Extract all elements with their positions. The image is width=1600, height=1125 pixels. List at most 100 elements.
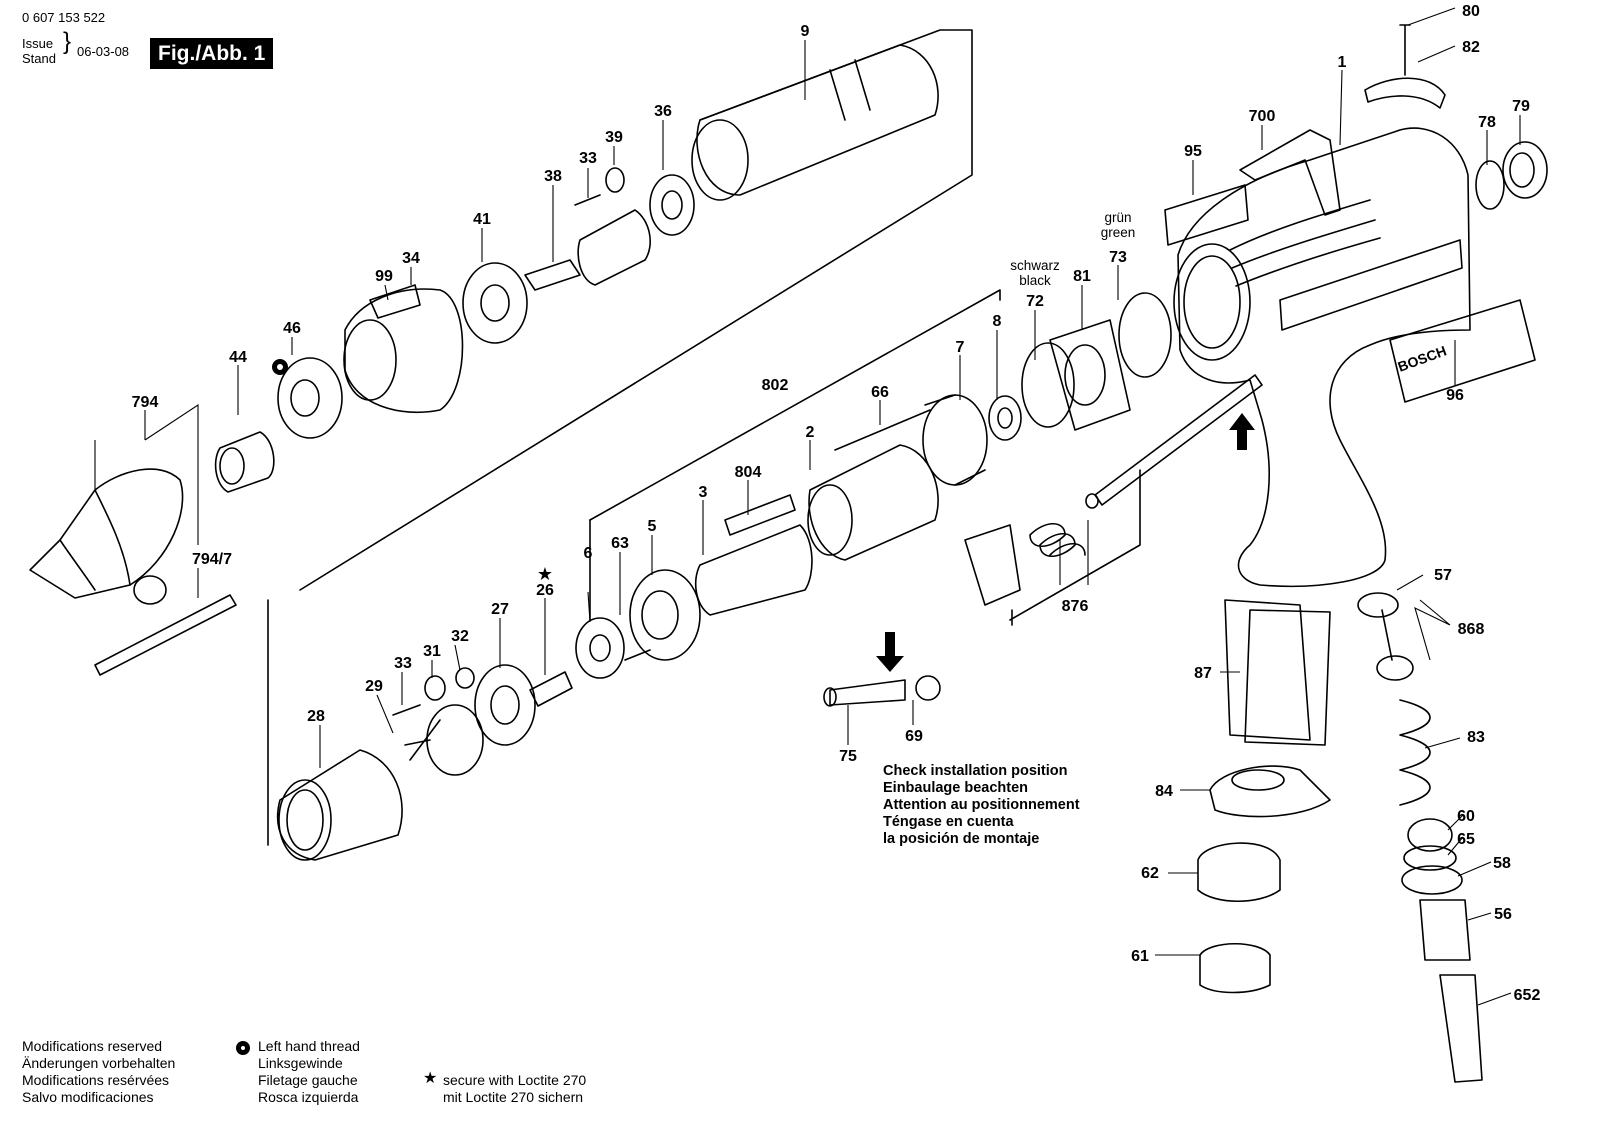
callout-6: 6 (584, 545, 593, 562)
callout-868: 868 (1458, 621, 1485, 638)
callout-75: 75 (839, 748, 857, 765)
pinion-26 (529, 671, 573, 707)
install-note-line: Einbaulage beachten (883, 780, 1029, 796)
callout-700: 700 (1249, 108, 1276, 125)
callout-804: 804 (735, 464, 762, 481)
callout-83: 83 (1467, 729, 1485, 746)
callout-29: 29 (365, 678, 383, 695)
callout-62: 62 (1141, 865, 1159, 882)
footer-left-hand-thread: Left hand thread Linksgewinde Filetage g… (258, 1038, 360, 1105)
pin-63 (624, 649, 651, 661)
bushing-62 (1197, 842, 1281, 903)
footer-loctite: secure with Loctite 270 mit Loctite 270 … (443, 1072, 587, 1105)
callout-66: 66 (871, 384, 889, 401)
callout-41: 41 (473, 211, 491, 228)
label-99 (369, 284, 421, 319)
callout-69: 69 (905, 728, 923, 745)
callout-39: 39 (605, 129, 623, 146)
callout-73: 73 (1109, 249, 1127, 266)
callout-81: 81 (1073, 268, 1091, 285)
callout-1: 1 (1338, 54, 1347, 71)
up-arrow-icon (1229, 413, 1255, 450)
pin-33b (392, 704, 421, 716)
callout-38: 38 (544, 168, 562, 185)
install-note-line: Téngase en cuenta (883, 814, 1014, 830)
cap-34 (344, 288, 464, 414)
callout-63: 63 (611, 535, 629, 552)
brace-glyph: } (63, 28, 72, 55)
figure-label: Fig./Abb. 1 (150, 38, 274, 69)
trigger-part (964, 524, 1021, 606)
cover-82 (1364, 77, 1446, 109)
callout-72: 72 (1026, 293, 1044, 310)
callout-8: 8 (993, 313, 1002, 330)
oring-72 (1021, 342, 1075, 428)
callout-60: 60 (1457, 808, 1475, 825)
callout-7: 7 (956, 339, 965, 356)
callout-80: 80 (1462, 3, 1480, 20)
callout-3: 3 (699, 484, 708, 501)
callout-84: 84 (1155, 783, 1173, 800)
label-95 (1164, 184, 1249, 246)
sleeve-9 (696, 44, 939, 196)
ring-69 (915, 675, 941, 701)
endplate-5 (629, 569, 701, 661)
nipple-56 (1419, 899, 1471, 961)
install-note-line: Attention au positionnement (883, 797, 1080, 813)
cap-79 (1502, 141, 1548, 199)
left-thread-legend-icon (236, 1041, 250, 1055)
pin-66 (834, 409, 931, 451)
color-label-green: green (1101, 225, 1136, 240)
callout-65: 65 (1457, 831, 1475, 848)
callout-27: 27 (491, 601, 509, 618)
callout-5: 5 (648, 518, 657, 535)
cylinder-2 (808, 444, 939, 561)
callout-95: 95 (1184, 143, 1202, 160)
housing-part (1177, 127, 1471, 588)
callout-31: 31 (423, 643, 441, 660)
callout-82: 82 (1462, 39, 1480, 56)
callout-36: 36 (654, 103, 672, 120)
ringgear-28 (276, 749, 403, 861)
upper-frame-line (299, 29, 973, 591)
ring-65 (1403, 845, 1457, 871)
color-label-schwarz: schwarz (1010, 258, 1060, 273)
callout-33b: 33 (394, 655, 412, 672)
document-number: 0 607 153 522 (22, 10, 106, 25)
part-75 (829, 679, 906, 706)
seal-57 (1357, 592, 1399, 618)
color-label-gruen: grün (1104, 210, 1131, 225)
seal-58 (1401, 865, 1463, 895)
callout-79: 79 (1512, 98, 1530, 115)
rotor-3 (694, 524, 813, 616)
filter-60 (1407, 818, 1453, 852)
install-note-line: Check installation position (883, 763, 1068, 779)
callout-794-7: 794/7 (192, 551, 232, 568)
housing-side-plate (1279, 239, 1463, 331)
callout-876: 876 (1062, 598, 1089, 615)
callout-34: 34 (402, 250, 420, 267)
loctite-legend-star-icon: ★ (423, 1070, 438, 1087)
housing-thread-opening (1173, 243, 1251, 361)
install-note-line: la posición de montaje (883, 831, 1040, 847)
filter-87 (1224, 599, 1311, 741)
callout-57: 57 (1434, 567, 1452, 584)
sleeve-44 (214, 431, 275, 493)
housing-thread-inner (1183, 255, 1241, 349)
callout-652: 652 (1514, 987, 1541, 1004)
label-plate-96 (1389, 299, 1536, 403)
valve-868 (1376, 655, 1414, 681)
valve-rod (1094, 374, 1263, 506)
nut-46 (277, 357, 343, 439)
oring-73 (1118, 292, 1172, 378)
bearing-6 (575, 617, 625, 679)
bracket-876 (1009, 469, 1141, 621)
oring-78 (1475, 160, 1505, 210)
color-label-black: black (1019, 273, 1051, 288)
valve-81 (1049, 319, 1131, 431)
disc-27 (474, 664, 536, 746)
issue-date: 06-03-08 (77, 44, 130, 59)
gear-39 (605, 167, 625, 193)
